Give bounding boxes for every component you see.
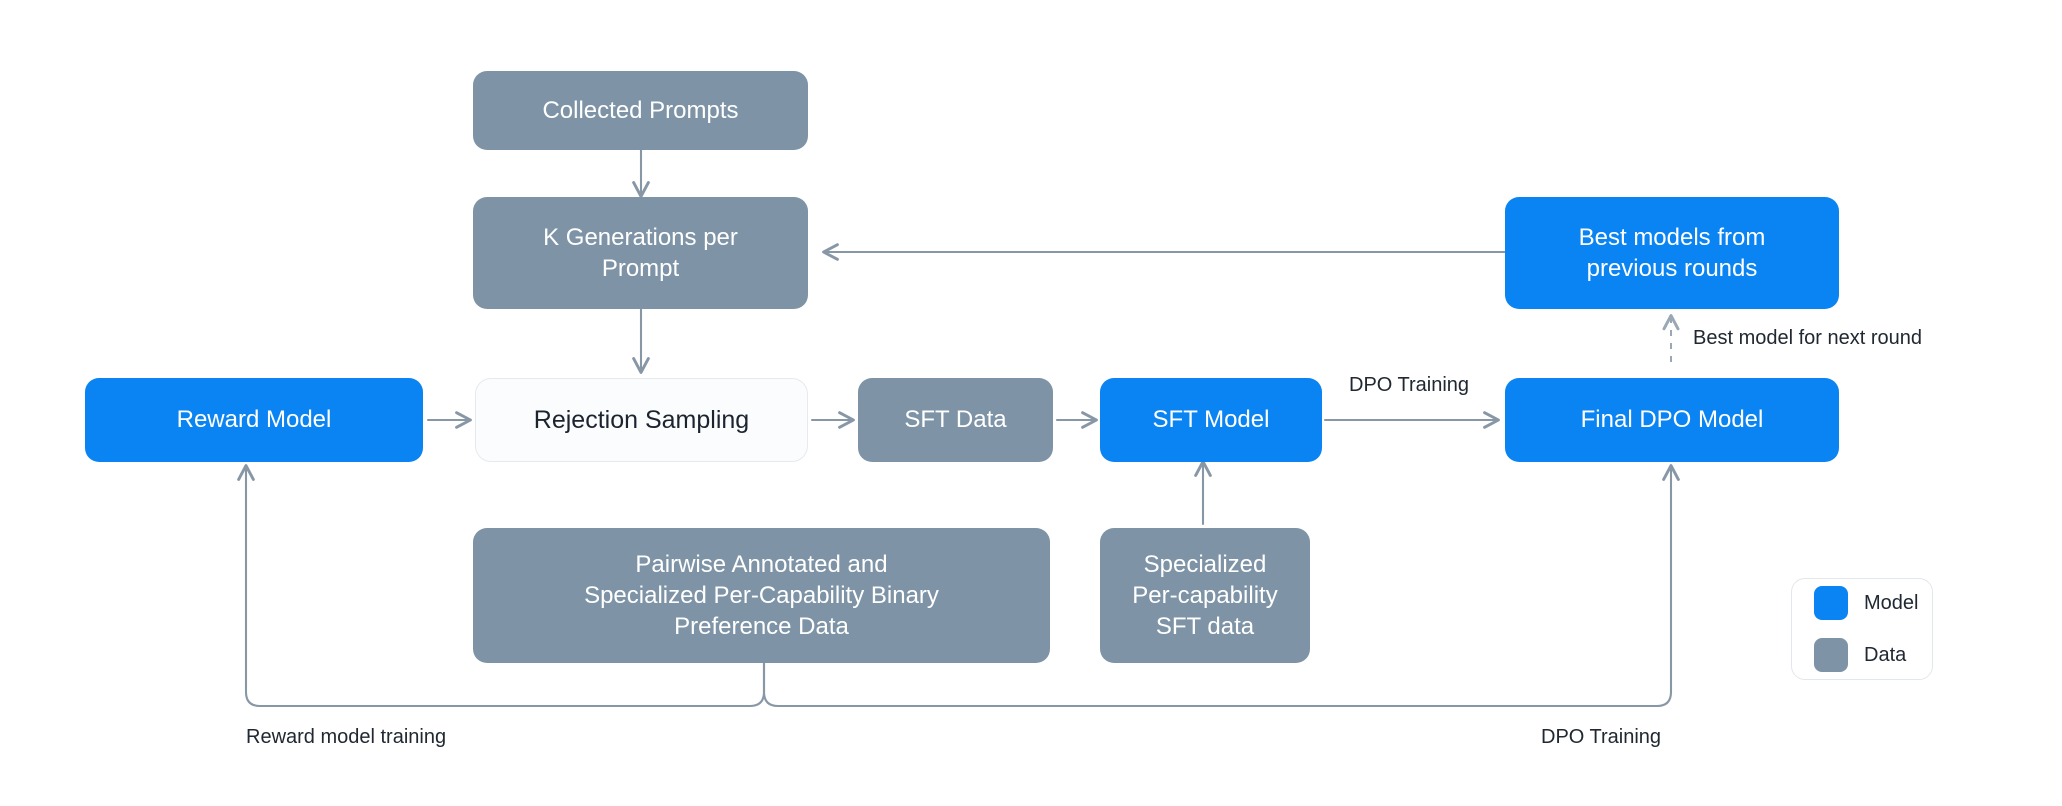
edge-label-dpo-training-bottom: DPO Training	[1541, 726, 1662, 748]
legend: Model Data	[1791, 578, 1933, 680]
edge-pairwise-data-to-reward-model	[237, 464, 766, 708]
node-best-models-label: Best models from previous rounds	[1578, 223, 1766, 282]
node-k-generations-per-prompt[interactable]: K Generations per Prompt	[473, 197, 808, 309]
legend-label-data: Data	[1864, 643, 1907, 666]
node-reward-model-label: Reward Model	[176, 406, 332, 434]
legend-item-model: Model	[1814, 586, 1918, 620]
node-pairwise-preference-data[interactable]: Pairwise Annotated and Specialized Per-C…	[473, 528, 1050, 663]
node-final-dpo-model[interactable]: Final DPO Model	[1505, 378, 1839, 462]
node-rejection-sampling[interactable]: Rejection Sampling	[475, 378, 808, 462]
legend-swatch-data-icon	[1814, 638, 1848, 672]
edge-label-dpo-training-top: DPO Training	[1349, 374, 1470, 396]
node-k-generations-per-prompt-label: K Generations per Prompt	[543, 223, 738, 282]
node-sft-model-label: SFT Model	[1152, 406, 1270, 434]
node-best-models-from-previous-rounds[interactable]: Best models from previous rounds	[1505, 197, 1839, 309]
node-collected-prompts[interactable]: Collected Prompts	[473, 71, 808, 150]
node-collected-prompts-label: Collected Prompts	[542, 96, 739, 124]
legend-swatch-model-icon	[1814, 586, 1848, 620]
legend-item-data: Data	[1814, 638, 1910, 672]
edge-label-best-model-for-next-round: Best model for next round	[1693, 327, 1923, 349]
node-final-dpo-model-label: Final DPO Model	[1580, 406, 1764, 434]
node-specialized-sft-data[interactable]: Specialized Per-capability SFT data	[1100, 528, 1310, 663]
node-specialized-sft-data-label: Specialized Per-capability SFT data	[1132, 550, 1278, 641]
legend-label-model: Model	[1864, 591, 1919, 614]
edge-label-reward-model-training: Reward model training	[246, 726, 447, 748]
node-pairwise-preference-data-label: Pairwise Annotated and Specialized Per-C…	[584, 550, 939, 641]
node-sft-model[interactable]: SFT Model	[1100, 378, 1322, 462]
node-rejection-sampling-label: Rejection Sampling	[533, 405, 750, 434]
node-sft-data[interactable]: SFT Data	[858, 378, 1053, 462]
edge-pairwise-data-to-final-dpo-model	[762, 464, 1680, 708]
node-reward-model[interactable]: Reward Model	[85, 378, 423, 462]
node-sft-data-label: SFT Data	[904, 406, 1007, 434]
